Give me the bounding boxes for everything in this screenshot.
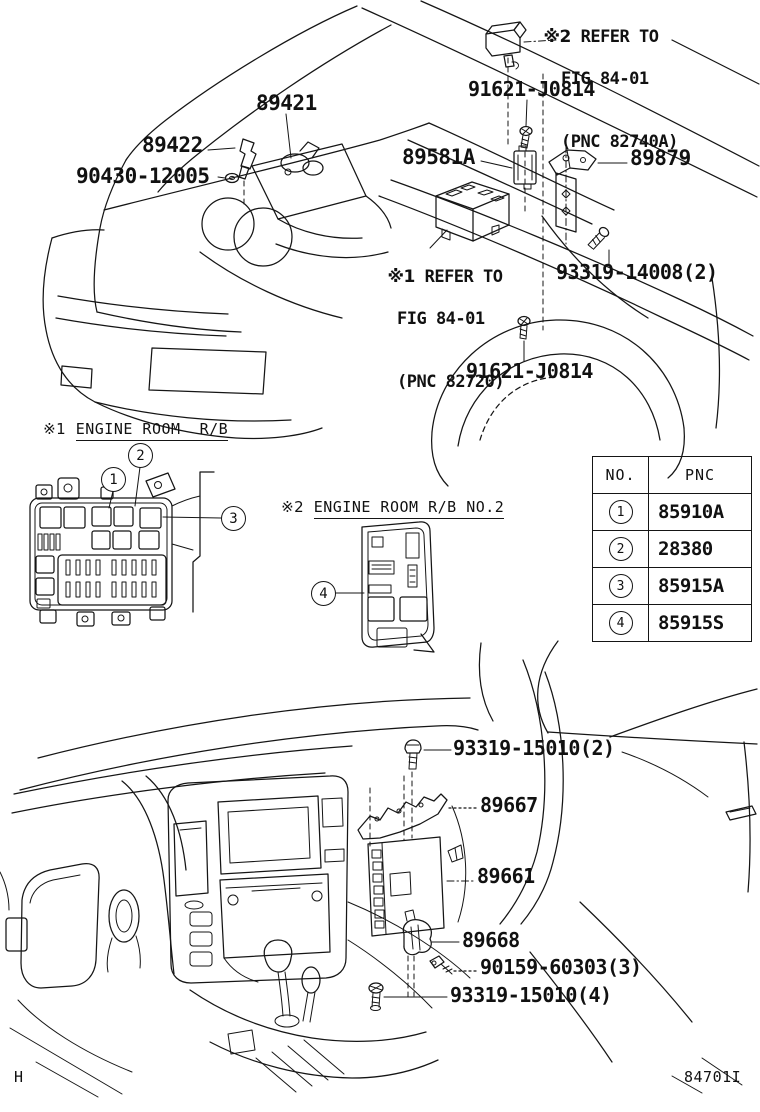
label-sensor-89422: 89422 — [142, 133, 203, 157]
table-header-row: NO. PNC — [592, 456, 752, 494]
label-clamp-89668: 89668 — [462, 928, 520, 952]
table-row: 1 85910A — [592, 493, 752, 531]
title-engine-room-rb1: ※1 ENGINE ROOM R/B — [24, 402, 229, 441]
row-3-pnc: 85915A — [648, 567, 752, 605]
label-bolt-91621-top: 91621-J0814 — [468, 77, 595, 101]
table-row: 2 28380 — [592, 530, 752, 568]
label-bracket-89879: 89879 — [630, 146, 691, 170]
label-water-outlet-89421: 89421 — [256, 91, 317, 115]
label-ecu-89661: 89661 — [477, 864, 535, 888]
callout-3: 3 — [221, 506, 246, 531]
label-screw-93319-15010-2: 93319-15010(2) — [453, 736, 615, 760]
engine-bay-parts-art — [207, 21, 628, 362]
callout-2: 2 — [128, 443, 153, 468]
title-engine-room-rb2: ※2 ENGINE ROOM R/B NO.2 — [262, 480, 505, 519]
interior-art — [0, 640, 758, 1098]
label-screw-90159-60303: 90159-60303(3) — [480, 955, 642, 979]
reference-mark-2: ※2 — [543, 27, 571, 47]
callout-1: 1 — [101, 467, 126, 492]
table-row: 4 85915S — [592, 604, 752, 642]
relay-block-1-art — [29, 466, 222, 627]
label-bolt-91621-lower: 91621-J0814 — [466, 359, 593, 383]
row-4-pnc: 85915S — [648, 604, 752, 642]
reference-mark-1: ※1 — [387, 267, 415, 287]
row-2-pnc: 28380 — [648, 530, 752, 568]
label-gasket-90430: 90430-12005 — [76, 164, 210, 188]
interior-ecu-art — [357, 739, 709, 1011]
label-bolt-93319-15010-4: 93319-15010(4) — [450, 983, 612, 1007]
page-letter: H — [14, 1068, 24, 1086]
row-3-number: 3 — [608, 574, 633, 598]
col-header-no: NO. — [592, 456, 649, 494]
label-ecu-89581a: 89581A — [402, 145, 475, 169]
pnc-table: NO. PNC 1 85910A 2 28380 3 85915A 4 8591… — [592, 456, 752, 642]
note-refer-fig-82740a: ※2 REFER TO FIG 84-01 (PNC 82740A) — [543, 27, 678, 152]
row-4-number: 4 — [608, 611, 633, 635]
col-header-pnc: PNC — [648, 456, 752, 494]
row-1-pnc: 85910A — [648, 493, 752, 531]
note-refer-fig-82720: ※1 REFER TO FIG 84-01 (PNC 82720) — [387, 267, 505, 392]
figure-code: 84701I — [684, 1068, 742, 1086]
relay-block-2-art — [334, 521, 435, 653]
label-bracket-89667: 89667 — [480, 793, 538, 817]
table-row: 3 85915A — [592, 567, 752, 605]
row-2-number: 2 — [608, 537, 633, 561]
callout-4: 4 — [311, 581, 336, 606]
label-bolt-93319-14008: 93319-14008(2) — [556, 260, 718, 284]
row-1-number: 1 — [608, 500, 633, 524]
